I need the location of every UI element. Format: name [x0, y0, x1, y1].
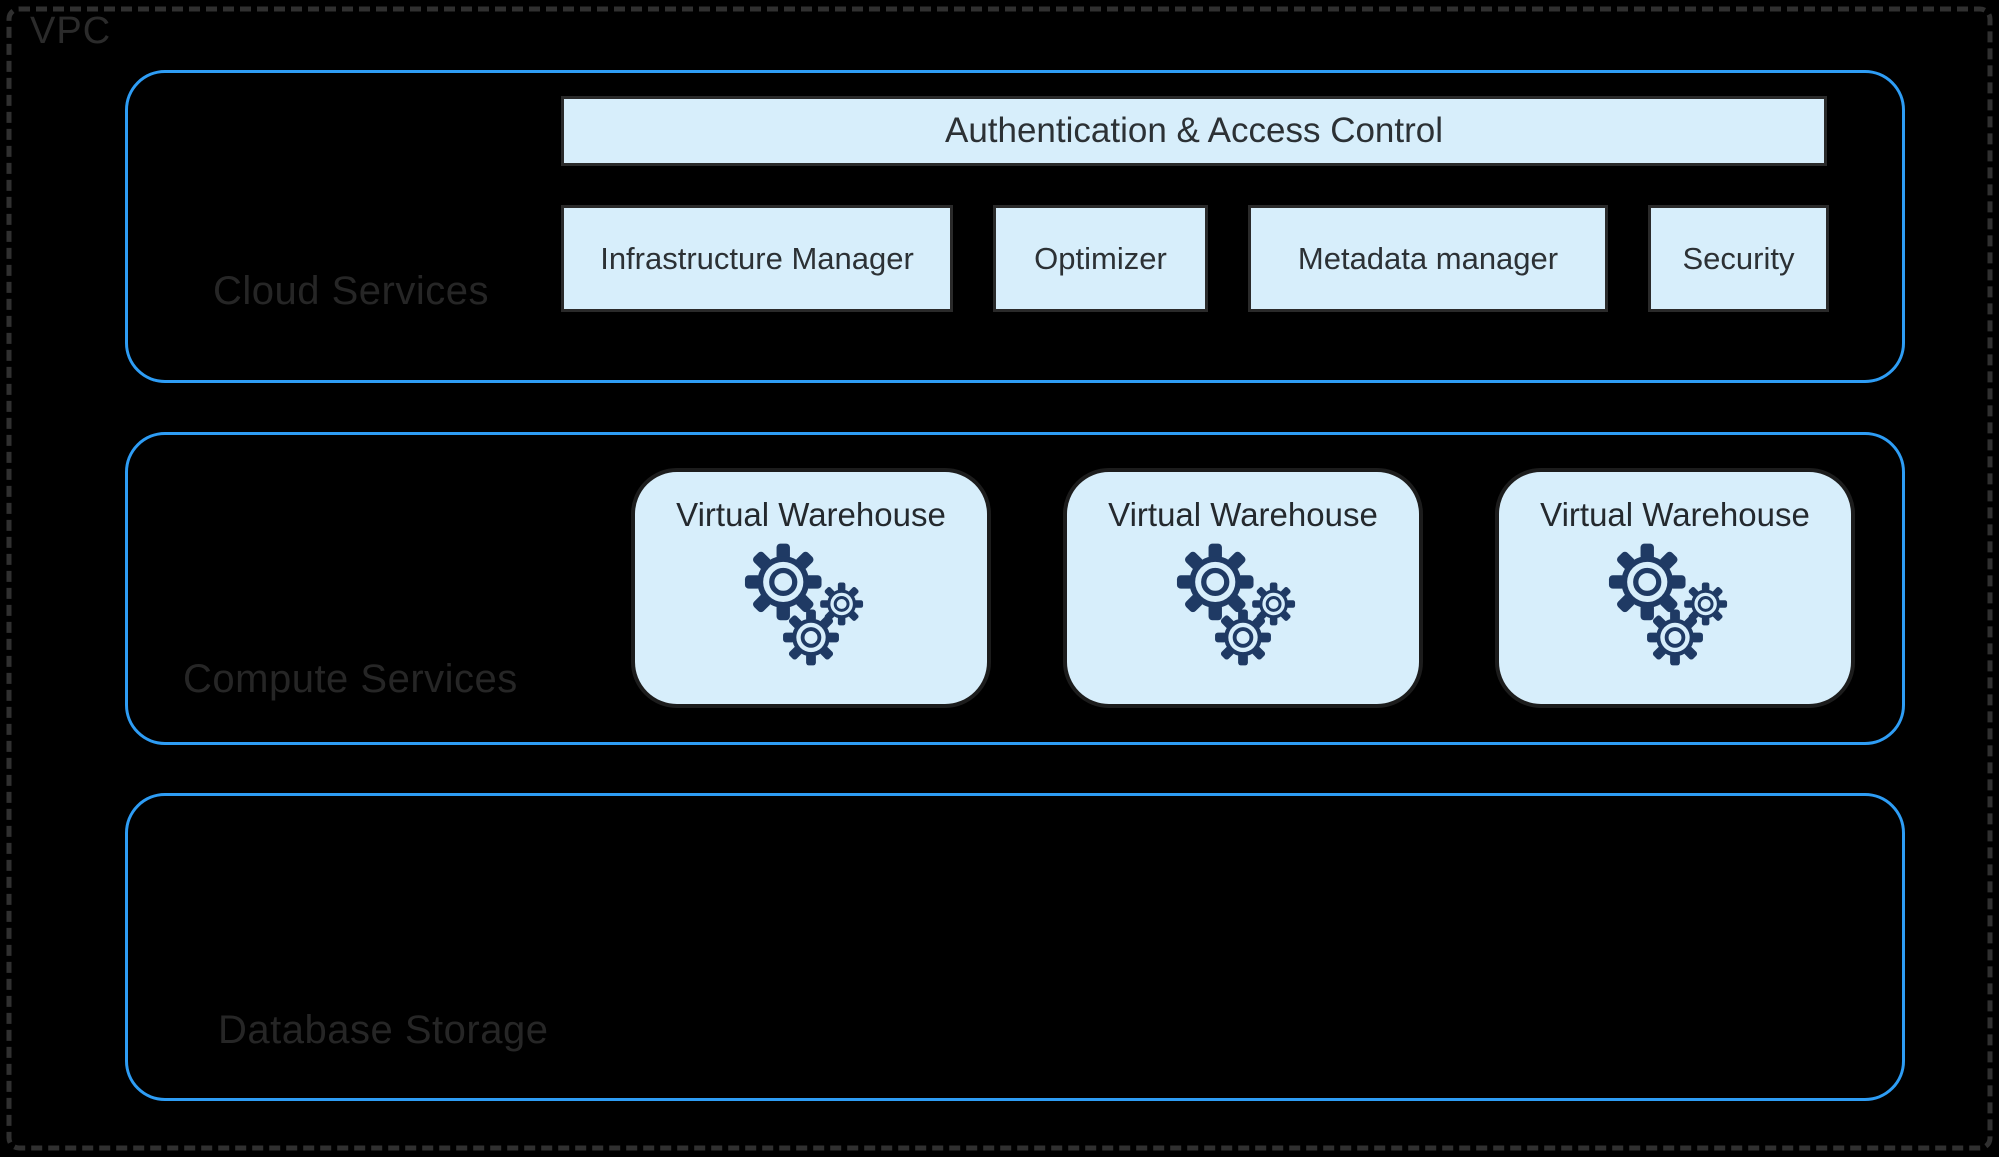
infrastructure-manager-box: Infrastructure Manager [561, 205, 953, 312]
virtual-warehouse-label: Virtual Warehouse [1108, 496, 1378, 533]
gears-icon [1608, 534, 1729, 668]
cloud-services-row: Infrastructure Manager Optimizer Metadat… [561, 205, 1829, 312]
vpc-label: VPC [30, 10, 112, 52]
gears-icon [1176, 534, 1297, 668]
security-box: Security [1648, 205, 1829, 312]
database-storage-panel: Database Storage [125, 793, 1905, 1101]
compute-services-label: Compute Services [183, 657, 518, 701]
cloud-services-label: Cloud Services [213, 269, 490, 313]
gears-icon [744, 534, 865, 668]
virtual-warehouse-box: Virtual Warehouse [1495, 468, 1855, 708]
virtual-warehouse-box: Virtual Warehouse [631, 468, 991, 708]
virtual-warehouse-label: Virtual Warehouse [676, 496, 946, 533]
optimizer-box: Optimizer [993, 205, 1208, 312]
authentication-access-control-box: Authentication & Access Control [561, 96, 1827, 166]
virtual-warehouse-label: Virtual Warehouse [1540, 496, 1810, 533]
compute-services-panel: Compute Services Virtual Warehouse Virtu… [125, 432, 1905, 745]
virtual-warehouse-row: Virtual Warehouse Virtual Warehouse Virt… [631, 468, 1855, 708]
metadata-manager-box: Metadata manager [1248, 205, 1608, 312]
cloud-services-panel: Cloud Services Authentication & Access C… [125, 70, 1905, 383]
virtual-warehouse-box: Virtual Warehouse [1063, 468, 1423, 708]
database-storage-label: Database Storage [218, 1008, 549, 1052]
